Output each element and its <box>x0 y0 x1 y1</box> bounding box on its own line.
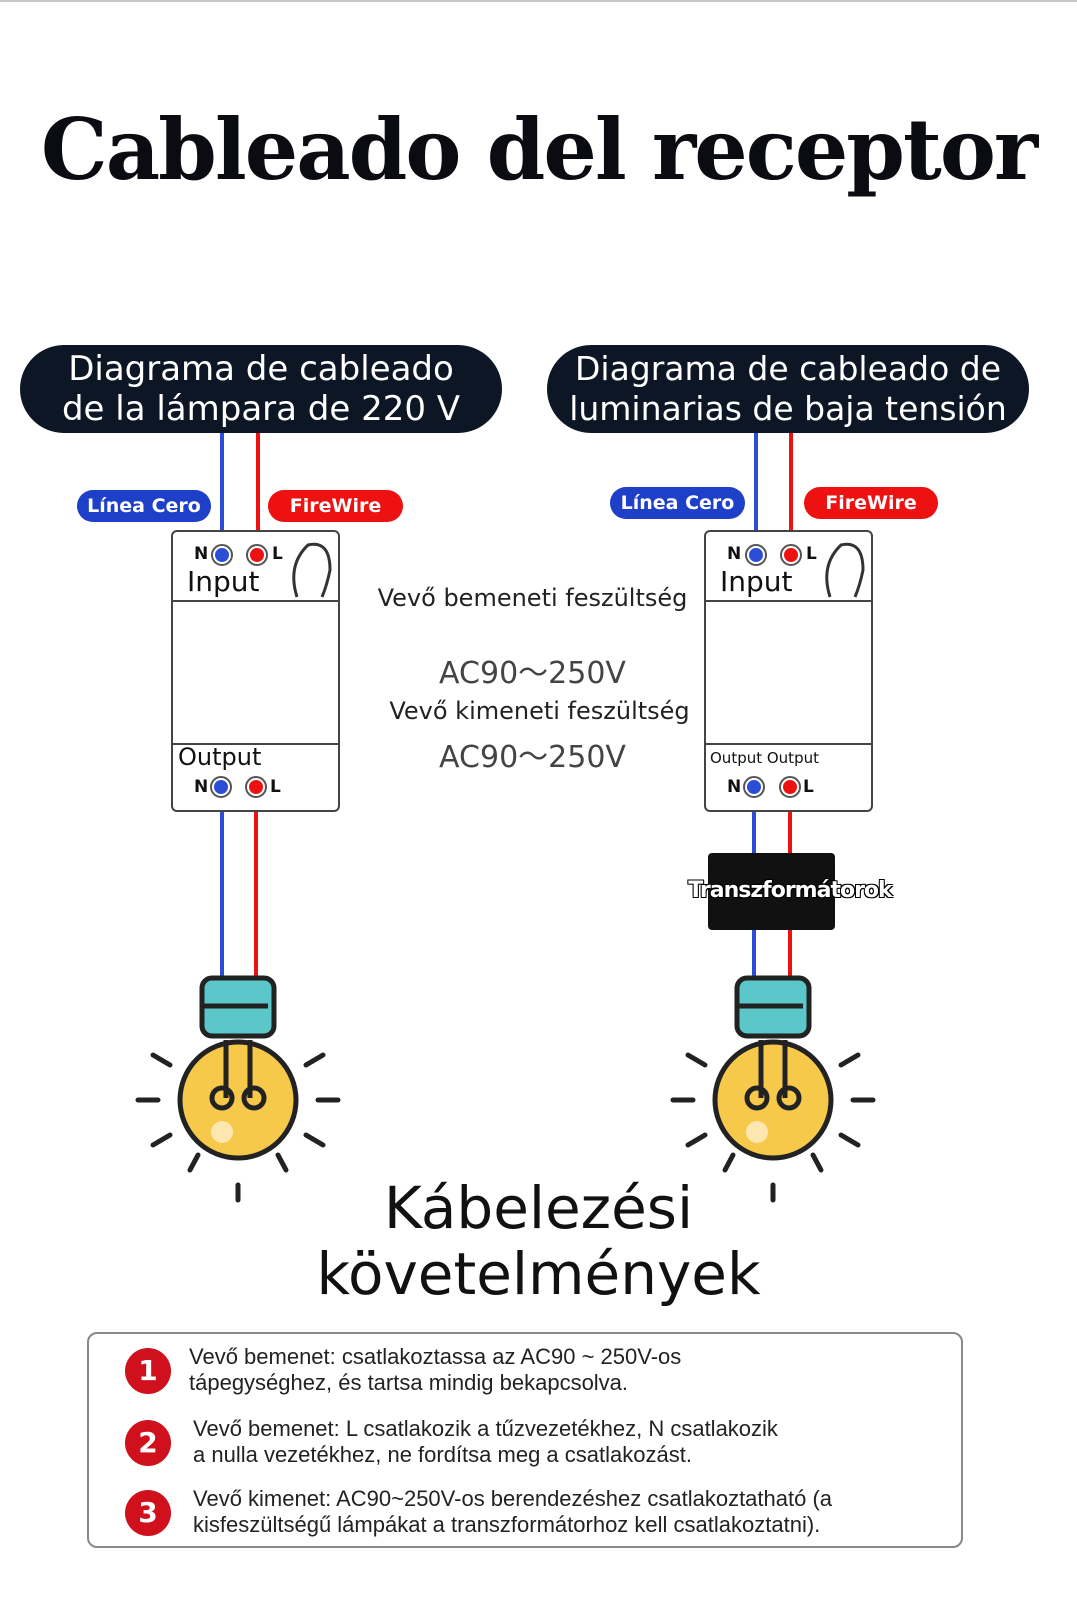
output-voltage-label: Vevő kimeneti feszültség <box>389 697 690 725</box>
requirement-text: kisfeszültségű lámpákat a transzformátor… <box>193 1512 821 1537</box>
light-ray <box>810 1152 824 1173</box>
requirement-text: Vevő bemenet: csatlakoztassa az AC90 ~ 2… <box>189 1344 682 1369</box>
right-live-tag: FireWire <box>804 487 938 519</box>
requirement-item: 1 Vevő bemenet: csatlakoztassa az AC90 ~… <box>125 1344 681 1396</box>
light-ray <box>187 1152 201 1173</box>
light-ray <box>303 1052 326 1068</box>
heading-line: Diagrama de cableado <box>68 349 454 389</box>
requirement-text: tápegységhez, és tartsa mindig bekapcsol… <box>189 1370 629 1395</box>
light-ray <box>685 1132 708 1148</box>
left-input-label: Input <box>187 565 260 598</box>
requirement-text: a nulla vezetékhez, ne fordítsa meg a cs… <box>193 1442 692 1467</box>
requirement-item: 3 Vevő kimenet: AC90~250V-os berendezésh… <box>125 1486 832 1538</box>
light-ray <box>303 1132 326 1148</box>
left-input-l-label: L <box>272 544 283 564</box>
requirements-title: Kábelezési követelmények <box>0 1175 1077 1307</box>
light-ray <box>150 1132 173 1148</box>
transformer-block <box>708 853 835 930</box>
left-diagram-heading: Diagrama de cableado de la lámpara de 22… <box>20 345 502 433</box>
light-ray <box>150 1052 173 1068</box>
left-light-bulb-icon <box>135 975 341 1203</box>
right-light-bulb-icon <box>670 975 876 1203</box>
number-badge: 1 <box>125 1348 171 1394</box>
heading-line: de la lámpara de 220 V <box>61 389 461 429</box>
right-input-l-label: L <box>806 544 817 564</box>
light-ray <box>275 1152 289 1173</box>
requirement-text: Vevő kimenet: AC90~250V-os berendezéshez… <box>193 1486 833 1511</box>
left-output-label: Output <box>178 743 262 771</box>
number-badge: 3 <box>125 1490 171 1536</box>
requirements-title-line: Kábelezési <box>383 1174 694 1242</box>
right-input-n-label: N <box>727 544 742 564</box>
right-output-label: Output Output <box>710 749 819 767</box>
right-neutral-tag: Línea Cero <box>610 487 745 519</box>
heading-line: luminarias de baja tensión <box>569 389 1007 428</box>
left-input-n-label: N <box>194 544 209 564</box>
requirements-title-line: követelmények <box>316 1240 761 1308</box>
left-live-tag: FireWire <box>268 490 403 522</box>
left-output-l-label: L <box>270 777 281 797</box>
left-output-n-label: N <box>194 777 209 797</box>
input-voltage-label: Vevő bemeneti feszültség <box>377 584 688 612</box>
number-badge: 2 <box>125 1420 171 1466</box>
top-border <box>0 0 1077 2</box>
input-voltage-value: AC90～250V <box>439 656 626 691</box>
light-ray <box>685 1052 708 1068</box>
transformer-label: Transzformátorok <box>688 878 892 903</box>
light-ray <box>722 1152 736 1173</box>
right-output-n-label: N <box>727 777 742 797</box>
requirement-item: 2 Vevő bemenet: L csatlakozik a tűzvezet… <box>125 1416 778 1468</box>
requirements-box: 1 Vevő bemenet: csatlakoztassa az AC90 ~… <box>87 1332 963 1548</box>
page-title: Cableado del receptor <box>40 100 1038 199</box>
requirement-text: Vevő bemenet: L csatlakozik a tűzvezeték… <box>193 1416 778 1441</box>
light-ray <box>838 1132 861 1148</box>
right-diagram-heading: Diagrama de cableado de luminarias de ba… <box>547 345 1029 433</box>
output-voltage-value: AC90～250V <box>439 740 626 775</box>
right-input-label: Input <box>720 565 793 598</box>
left-neutral-tag: Línea Cero <box>77 490 211 522</box>
right-output-l-label: L <box>803 777 814 797</box>
heading-line: Diagrama de cableado de <box>574 349 1002 388</box>
light-ray <box>838 1052 861 1068</box>
